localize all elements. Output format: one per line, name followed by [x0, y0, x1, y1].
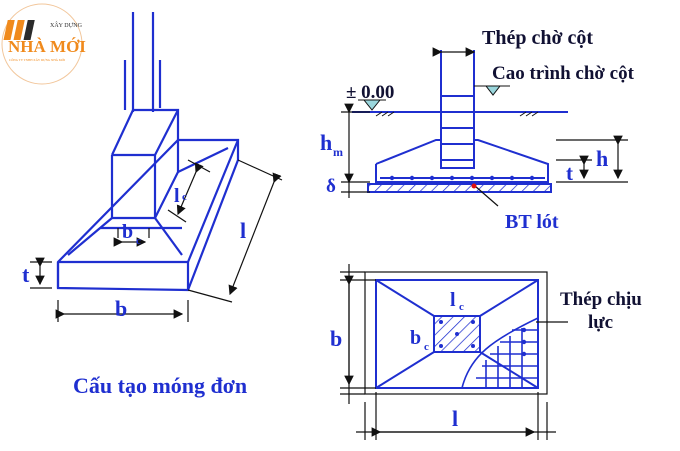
- section-rebar-dots: [389, 175, 535, 181]
- plan-lc-label: l: [450, 289, 456, 311]
- ground-hatch-marks: [375, 111, 539, 117]
- delta-label: δ: [326, 176, 336, 197]
- iso-caption: Cấu tạo móng đơn: [73, 373, 247, 398]
- plan-bc-sub: c: [424, 341, 429, 353]
- iso-bc-sub: c: [136, 235, 141, 247]
- iso-lc-sub: c: [182, 191, 187, 203]
- brand-logo: XÂY DỰNG NHÀ MỚI CÔNG TY TNHH XÂY DỰNG N…: [1, 3, 86, 85]
- plan-bc-label: b: [410, 327, 421, 349]
- elevation-marker-icon: [474, 85, 510, 96]
- plan-lc-sub: c: [459, 301, 464, 313]
- t-label: t: [566, 161, 573, 185]
- column-rebar-label: Thép chờ cột: [482, 27, 593, 49]
- elevation-label: Cao trình chờ cột: [492, 63, 635, 84]
- iso-b-label: b: [115, 296, 127, 321]
- logo-top-text: XÂY DỰNG: [50, 21, 83, 29]
- hm-label: h: [320, 130, 332, 155]
- plan-dimensions: [340, 264, 568, 440]
- main-rebar-label-line2: lực: [588, 312, 613, 333]
- lean-concrete-leader-dot: [471, 183, 477, 189]
- iso-l-label: l: [240, 218, 246, 243]
- iso-lc-label: l: [174, 185, 180, 207]
- logo-brand-text: NHÀ MỚI: [8, 37, 86, 56]
- h-label: h: [596, 146, 608, 171]
- section-dimensions: [341, 47, 628, 207]
- lean-concrete-label: BT lót: [505, 211, 559, 233]
- plan-l-label: l: [452, 406, 458, 431]
- level-label: ± 0.00: [346, 82, 394, 103]
- logo-tagline: CÔNG TY TNHH XÂY DỰNG NHÀ MỚI: [9, 57, 65, 62]
- logo-mark-icon: [3, 20, 35, 40]
- hm-sub: m: [333, 145, 343, 159]
- plan-rebar-dots: [439, 320, 527, 357]
- main-rebar-label-line1: Thép chịu: [560, 289, 642, 310]
- iso-dimensions: [30, 159, 283, 322]
- iso-t-label: t: [22, 262, 30, 287]
- iso-bc-label: b: [122, 221, 133, 243]
- plan-b-label: b: [330, 326, 342, 351]
- plan-rebar-grid: [461, 317, 539, 389]
- level-marker-icon: [358, 99, 386, 111]
